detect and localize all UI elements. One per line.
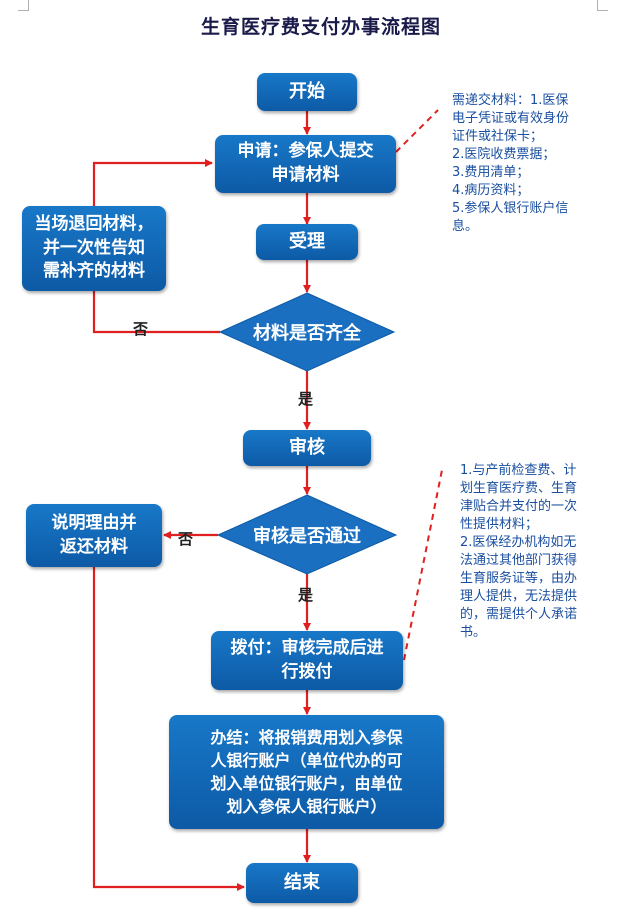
- node-review-check-label: 审核是否通过: [253, 526, 361, 547]
- node-accept-label: 受理: [289, 231, 325, 253]
- node-return-materials: 当场退回材料， 并一次性告知 需补齐的材料: [22, 206, 166, 291]
- node-disburse-label: 拨付：审核完成后进 行拨付: [230, 637, 384, 682]
- diamond-materials-check: [218, 292, 396, 372]
- note-leader-review: [403, 469, 443, 661]
- node-review-label: 审核: [289, 437, 325, 459]
- node-start: 开始: [257, 73, 357, 111]
- node-explain-return-label: 说明理由并 返还材料: [51, 512, 137, 557]
- edge-label-materials-no: 否: [133, 320, 149, 338]
- edge-label-materials-yes: 是: [298, 390, 314, 408]
- node-accept: 受理: [256, 224, 358, 260]
- node-disburse: 拨付：审核完成后进 行拨付: [211, 631, 403, 690]
- node-materials-check-label: 材料是否齐全: [253, 323, 361, 344]
- node-review-check: 审核是否通过: [218, 516, 396, 554]
- node-settle-label: 办结：将报销费用划入参保 人银行账户（单位代办的可 划入单位银行账户，由单位 划…: [210, 727, 403, 817]
- node-end-label: 结束: [284, 872, 320, 894]
- edge-label-review-yes: 是: [298, 586, 314, 604]
- arrow-return-to-apply: [92, 159, 213, 207]
- page-title: 生育医疗费支付办事流程图: [200, 16, 441, 38]
- node-review: 审核: [243, 430, 371, 466]
- note-leader-materials: [395, 109, 439, 153]
- node-explain-return: 说明理由并 返还材料: [26, 504, 162, 567]
- node-return-materials-label: 当场退回材料， 并一次性告知 需补齐的材料: [34, 213, 154, 282]
- node-start-label: 开始: [289, 81, 325, 103]
- edge-label-review-no: 否: [178, 530, 194, 548]
- note-required-materials: 需递交材料：1.医保 电子凭证或有效身份 证件或社保卡； 2.医院收费票据； 3…: [452, 93, 570, 234]
- node-apply: 申请：参保人提交 申请材料: [215, 135, 396, 193]
- arrow-materials-no-to-return: [92, 291, 220, 334]
- node-apply-label: 申请：参保人提交 申请材料: [237, 141, 374, 185]
- arrow-explain-to-end: [92, 566, 245, 891]
- node-end: 结束: [246, 863, 358, 903]
- note-review-details: 1.与产前检查费、计 划生育医疗费、生育 津贴合并支付的一次 性提供材料； 2.…: [460, 463, 578, 640]
- node-materials-check: 材料是否齐全: [220, 313, 394, 351]
- corner-mark-top-left: [18, 0, 29, 11]
- diamond-review-check: [216, 494, 398, 575]
- corner-mark-top-right: [597, 0, 608, 11]
- node-settle: 办结：将报销费用划入参保 人银行账户（单位代办的可 划入单位银行账户，由单位 划…: [169, 715, 444, 829]
